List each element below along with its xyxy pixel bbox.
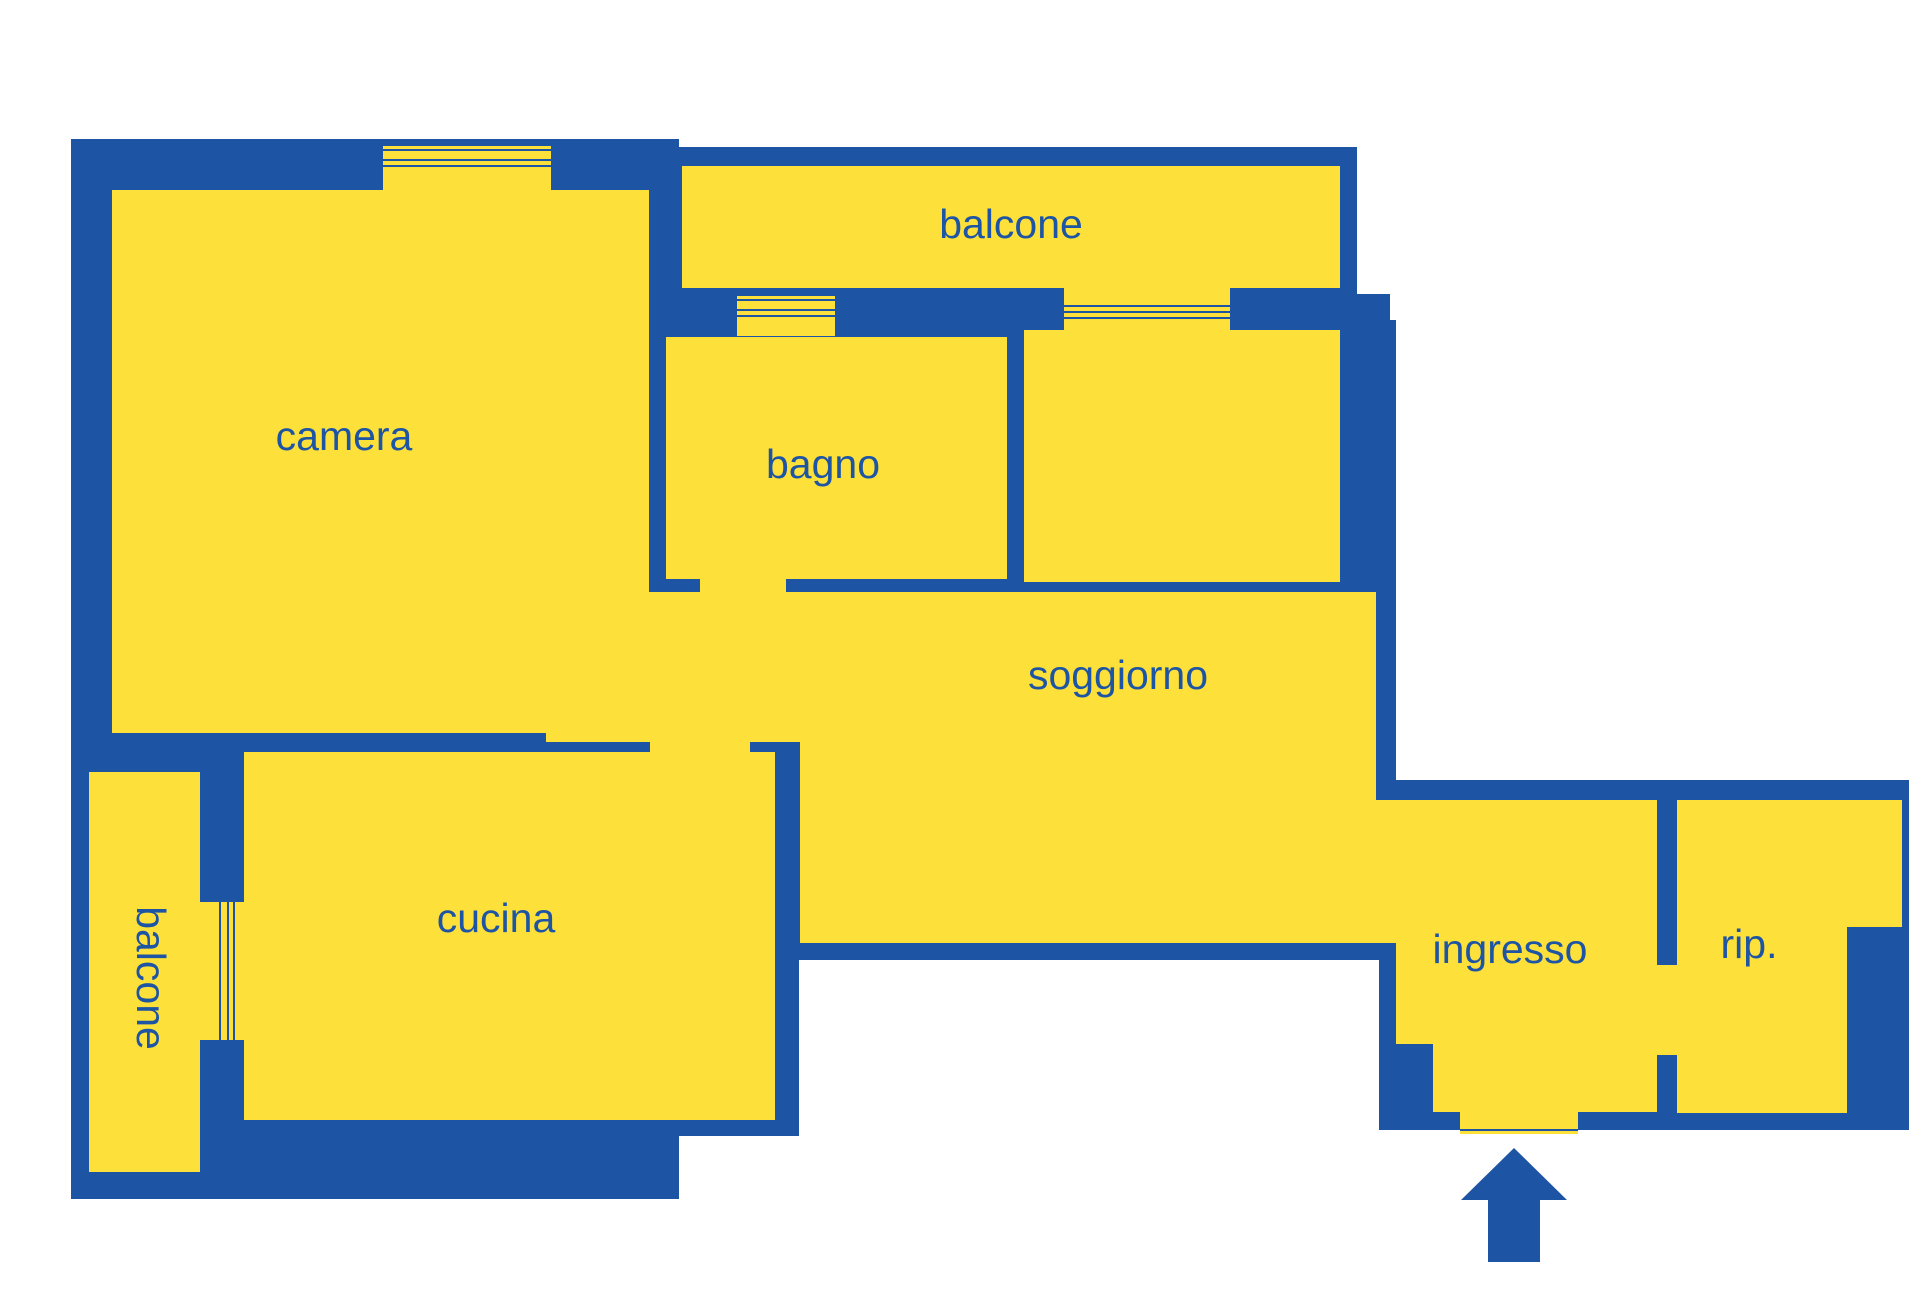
window-cucina-balcony xyxy=(200,902,244,1040)
floor-balcony-top xyxy=(682,166,1340,288)
floor-soggiorno-low xyxy=(800,738,1376,943)
floor-rip-door xyxy=(1650,965,1690,1055)
entrance-arrow-icon xyxy=(1461,1148,1567,1262)
floor-balcony-left xyxy=(89,772,200,1172)
label-balcony-top: balcone xyxy=(939,201,1083,247)
window-camera xyxy=(383,146,551,190)
floor-bagno xyxy=(666,337,1007,579)
floor-ingresso-low xyxy=(1433,1030,1657,1112)
label-soggiorno: soggiorno xyxy=(1028,652,1208,698)
windows xyxy=(200,146,1578,1134)
floor-rip-low xyxy=(1677,927,1847,1113)
label-bagno: bagno xyxy=(766,441,880,487)
label-ingresso: ingresso xyxy=(1433,926,1588,972)
window-soggiorno xyxy=(1064,288,1230,330)
floor-soggiorno-upper xyxy=(1024,330,1340,582)
floor-ingresso xyxy=(1396,800,1657,1044)
label-cucina: cucina xyxy=(437,895,556,941)
label-rip: rip. xyxy=(1721,921,1778,967)
floor-camera-door xyxy=(530,610,570,710)
label-camera: camera xyxy=(276,413,413,459)
floor-rip xyxy=(1677,800,1902,927)
floor-soggiorno-mid xyxy=(546,592,1376,742)
floor-kitchen-door xyxy=(650,725,750,755)
floor-cucina xyxy=(244,752,775,1120)
entrance-door xyxy=(1460,1112,1578,1134)
label-balcony-left: balcone xyxy=(128,906,174,1050)
floor-bagno-door xyxy=(700,570,786,600)
floors xyxy=(89,166,1902,1172)
